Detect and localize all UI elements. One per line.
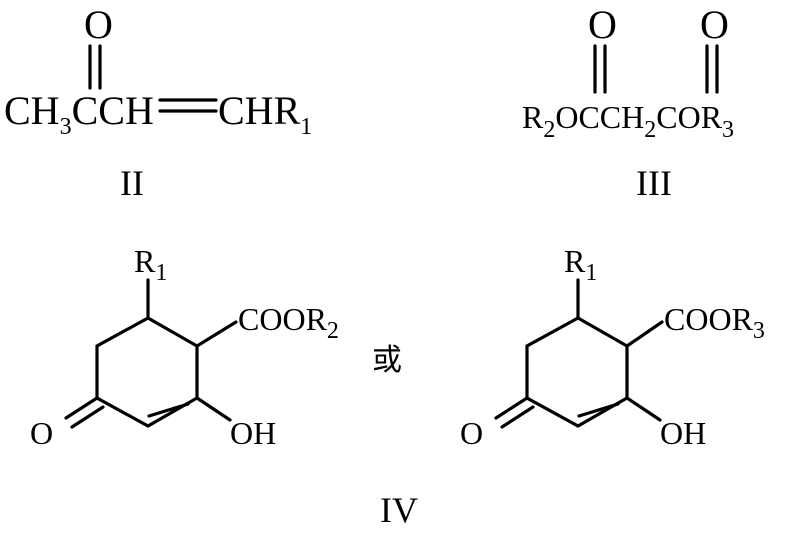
compound-iv-left-ester-bond [195, 320, 238, 348]
compound-iv-left-oh-bond [195, 396, 232, 422]
compound-iv-label: IV [380, 490, 418, 530]
compound-iv-left-ketone-oxygen: O [30, 415, 53, 451]
compound-iv-left-co-bond-1 [64, 396, 99, 420]
compound-iv-left-cooR: COOR [238, 301, 328, 337]
compound-iv-right-r1-subscript: 1 [585, 260, 597, 286]
compound-ii-label: II [120, 163, 144, 203]
compound-iv-right-co-bond-2 [500, 405, 535, 429]
compound-ii-cch: CCH [72, 88, 154, 133]
compound-iii-r2: R [522, 99, 544, 135]
compound-iii-r3-subscript: 3 [722, 117, 734, 143]
compound-iv-left-r1: R1 [134, 243, 167, 286]
compound-ii-ch: CH [4, 88, 60, 133]
compound-ii-formula: CH3CCH [4, 88, 154, 140]
compound-iv-left-ester: COOR2 [238, 301, 339, 344]
connector-or: 或 [372, 343, 402, 378]
compound-iv-left-co-bond-2 [70, 405, 105, 429]
compound-iv-right-ring-double-bond [577, 402, 620, 418]
compound-iv-left-structure: R1 COOR2 O OH [30, 243, 339, 451]
compound-iv-right-r1-letter: R [564, 243, 586, 279]
compound-iv-right-structure: R1 COOR3 O OH [460, 243, 765, 451]
compound-iv-right-ester-bond [625, 320, 664, 348]
compound-iii-oxygen-right: O [700, 2, 729, 47]
compound-iii-r2-subscript: 2 [543, 117, 555, 143]
compound-iv-right-ester: COOR3 [664, 301, 765, 344]
compound-iv-right-oh-bond [625, 396, 662, 422]
compound-iv-left-ester-subscript: 2 [327, 318, 339, 344]
compound-ii-chr: CHR1 [218, 88, 312, 140]
compound-ii-chr-text: CHR [218, 88, 301, 133]
compound-iv-right-ketone-oxygen: O [460, 415, 483, 451]
compound-iv-right-r1: R1 [564, 243, 597, 286]
compound-iv-left-ring-double-bond [147, 402, 190, 418]
compound-ii: O CH3CCH CHR1 II [4, 2, 312, 203]
compound-iii-ch2-subscript: 2 [644, 117, 656, 143]
compound-iii-label: III [636, 163, 672, 203]
compound-ii-chr-subscript: 1 [300, 114, 312, 140]
compound-iii: O O R2OCCH2COR3 III [522, 2, 734, 203]
compound-iv-left-r1-letter: R [134, 243, 156, 279]
compound-iii-formula: R2OCCH2COR3 [522, 99, 734, 143]
compound-iii-occh: OCCH [555, 99, 644, 135]
compound-ii-carbonyl-oxygen: O [84, 2, 113, 47]
compound-iv-left-r1-subscript: 1 [155, 260, 167, 286]
compound-iv-right-ester-subscript: 3 [753, 318, 765, 344]
compound-ii-ch-subscript: 3 [60, 114, 72, 140]
compound-iv-left-hydroxyl: OH [230, 415, 276, 451]
compound-iii-oxygen-left: O [588, 2, 617, 47]
compound-iv-right-cooR: COOR [664, 301, 754, 337]
compound-iv-right-hydroxyl: OH [660, 415, 706, 451]
compound-iv-right-co-bond-1 [494, 396, 529, 420]
compound-iii-cor: COR [656, 99, 722, 135]
compound-iv-right-ring [525, 316, 629, 428]
compound-iv-left-ring [95, 316, 199, 428]
